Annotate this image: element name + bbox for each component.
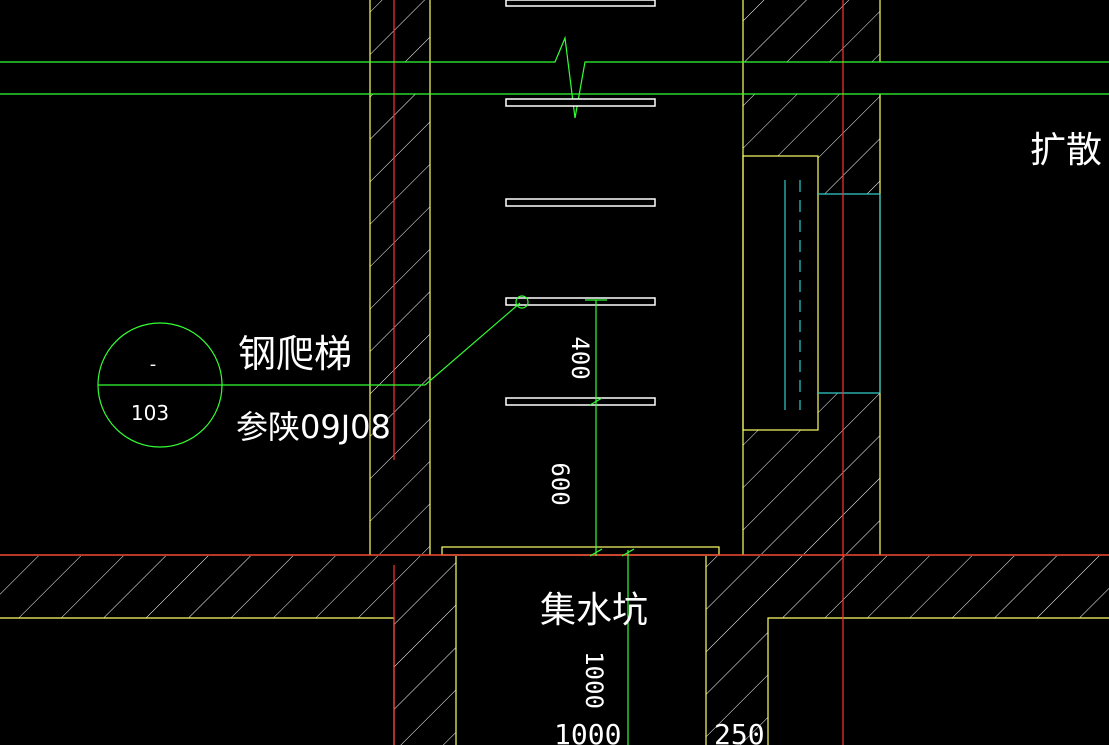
callout-circle: [97, 322, 223, 448]
break-lines: [0, 35, 1109, 119]
label-sump-pit: 集水坑: [540, 590, 648, 631]
dim-250: 250: [714, 718, 765, 745]
callout-bottom-text: 103: [131, 401, 169, 425]
dim-1000-vertical: 1000: [580, 651, 608, 709]
dim-400: 400: [566, 336, 594, 379]
leader-line: [98, 295, 529, 386]
dim-600: 600: [546, 462, 574, 505]
label-diffusion: 扩散: [1030, 130, 1102, 171]
window-element: [784, 180, 881, 410]
label-steel-ladder: 钢爬梯: [238, 332, 352, 376]
ladder-rungs: [505, 0, 656, 406]
label-reference: 参陕09J08: [236, 408, 391, 446]
callout-top-text: -: [150, 354, 157, 375]
dim-1000-horizontal: 1000: [554, 718, 621, 745]
detail-callout[interactable]: - 103: [97, 322, 223, 448]
dimension-lines: [585, 299, 635, 745]
